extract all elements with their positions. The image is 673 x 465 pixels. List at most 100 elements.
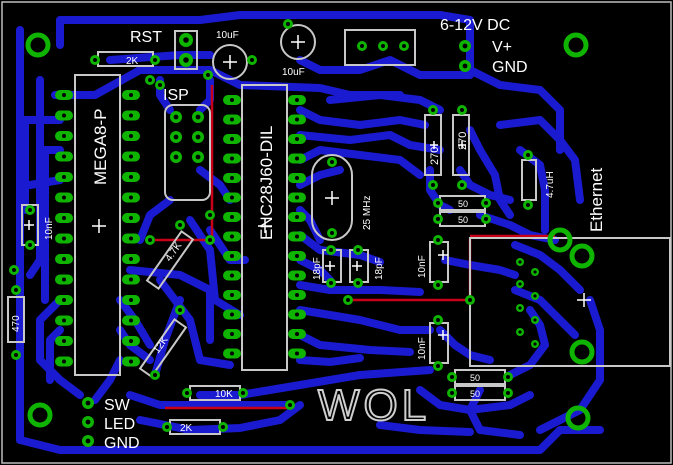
- label-50-d: 50: [470, 389, 480, 399]
- elcap-10uf-a: [212, 44, 248, 80]
- label-10nf-left: 10nF: [44, 217, 55, 240]
- ethernet-pin-drill: [518, 260, 522, 264]
- enc28j60-pin-drill: [295, 312, 299, 317]
- enc28j60-pin-drill: [295, 293, 299, 297]
- label-rst: RST: [130, 29, 162, 46]
- ethernet-pin-drill: [533, 318, 537, 322]
- component-pad-drill: [153, 373, 157, 377]
- mega8-pin-drill: [129, 175, 133, 179]
- component-pad-drill: [460, 108, 464, 112]
- enc28j60-pin-drill: [295, 234, 299, 239]
- mega8-pin-drill: [129, 298, 133, 302]
- ethernet-pin-drill: [518, 306, 522, 310]
- mega8-pin-drill: [129, 236, 133, 241]
- enc28j60-pin-drill: [230, 312, 234, 317]
- mega8-pin-drill: [62, 216, 66, 220]
- label-mega8: MEGA8-P: [91, 108, 110, 185]
- label-10uf-a: 10uF: [216, 30, 239, 41]
- power-connector-outline: [344, 29, 416, 66]
- isp-pin-drill: [173, 134, 179, 140]
- label-18pf-a: 18pF: [312, 257, 323, 280]
- label-2k-top: 2K: [126, 56, 139, 67]
- label-10uf-b: 10uF: [282, 67, 305, 78]
- label-10k: 10K: [215, 389, 233, 400]
- component-pad-drill: [208, 213, 212, 217]
- component-pad-drill: [436, 217, 440, 221]
- component-pad-drill: [185, 391, 189, 395]
- ethernet-pad: [569, 243, 595, 269]
- ethernet-pin-drill: [518, 282, 522, 286]
- component-pad-drill: [221, 425, 225, 429]
- mega8-pin-drill: [129, 134, 133, 138]
- power-vplus-pad-drill: [462, 43, 468, 49]
- component-pad-drill: [28, 243, 32, 247]
- component-pad-drill: [436, 364, 440, 368]
- label-270-a: 270: [429, 147, 441, 165]
- crystal-pad-drill: [330, 231, 334, 235]
- component-pad-drill: [436, 201, 440, 205]
- enc28j60-pin-drill: [230, 293, 234, 297]
- mega8-pin-drill: [62, 359, 66, 364]
- mega8-pin-drill: [129, 257, 133, 261]
- component-origin-marks: [24, 35, 591, 340]
- ethernet-pin-drill: [533, 270, 537, 274]
- isp-pin-drill: [195, 114, 201, 120]
- gnd-pad-drill: [85, 438, 91, 444]
- rst-pin-drill: [183, 37, 189, 43]
- component-pad-drill: [329, 248, 333, 252]
- label-gnd-bottom: GND: [104, 435, 140, 452]
- label-18pf-b: 18pF: [374, 257, 385, 280]
- enc28j60-pin-drill: [295, 332, 299, 336]
- power-connector-pin-drill: [381, 44, 385, 48]
- inductor-outline: [521, 159, 537, 201]
- mounting-hole: [563, 32, 589, 58]
- enc28j60-pin-drill: [295, 273, 299, 278]
- component-pad-drill: [165, 425, 169, 429]
- mega8-pin-drill: [62, 318, 66, 323]
- mega8-pin-drill: [129, 277, 133, 282]
- label-power: 6-12V DC: [440, 17, 510, 34]
- enc28j60-pin-drill: [230, 273, 234, 278]
- ethernet-pad: [569, 339, 595, 365]
- component-pad-drill: [484, 217, 488, 221]
- mega8-pin-drill: [62, 175, 66, 179]
- enc28j60-pin-drill: [230, 254, 234, 258]
- label-470-left: 470: [11, 315, 22, 332]
- mega8-pin-drill: [62, 257, 66, 261]
- mega8-pin-drill: [62, 154, 66, 159]
- enc28j60-pin-drill: [295, 176, 299, 180]
- ethernet-pin-drill: [533, 342, 537, 346]
- label-50-b: 50: [458, 215, 468, 225]
- enc28j60-pin-drill: [230, 332, 234, 336]
- component-pad-drill: [206, 73, 210, 77]
- label-led: LED: [104, 416, 135, 433]
- component-pad-drill: [208, 238, 212, 242]
- isp-pin-drill: [173, 154, 179, 160]
- enc28j60-pin-drill: [230, 215, 234, 219]
- label-10nf-a: 10nF: [417, 255, 428, 278]
- component-pad-drill: [436, 318, 440, 322]
- enc28j60-pin-drill: [295, 156, 299, 161]
- label-enc28j60: ENC28J60-DIL: [257, 126, 276, 240]
- enc28j60-pin-drill: [230, 234, 234, 239]
- power-gnd-pad-drill: [462, 63, 468, 69]
- component-pad-drill: [450, 375, 454, 379]
- resistor-270-b: [452, 114, 470, 176]
- mega8-pin-drill: [129, 318, 133, 323]
- isp-pin-drill: [173, 114, 179, 120]
- label-vplus: V+: [492, 39, 512, 56]
- component-pad-drill: [241, 391, 245, 395]
- isp-outline: [164, 104, 211, 201]
- label-gnd-top: GND: [492, 59, 528, 76]
- pad-layer: [9, 19, 595, 447]
- mega8-pin-drill: [62, 339, 66, 343]
- label-25mhz: 25 MHz: [362, 196, 373, 230]
- enc28j60-pin-drill: [230, 351, 234, 356]
- enc28j60-outline: [241, 84, 288, 371]
- isp-pin-drill: [195, 154, 201, 160]
- component-pad-drill: [436, 283, 440, 287]
- component-pad-drill: [288, 403, 292, 407]
- enc28j60-pin-drill: [230, 156, 234, 161]
